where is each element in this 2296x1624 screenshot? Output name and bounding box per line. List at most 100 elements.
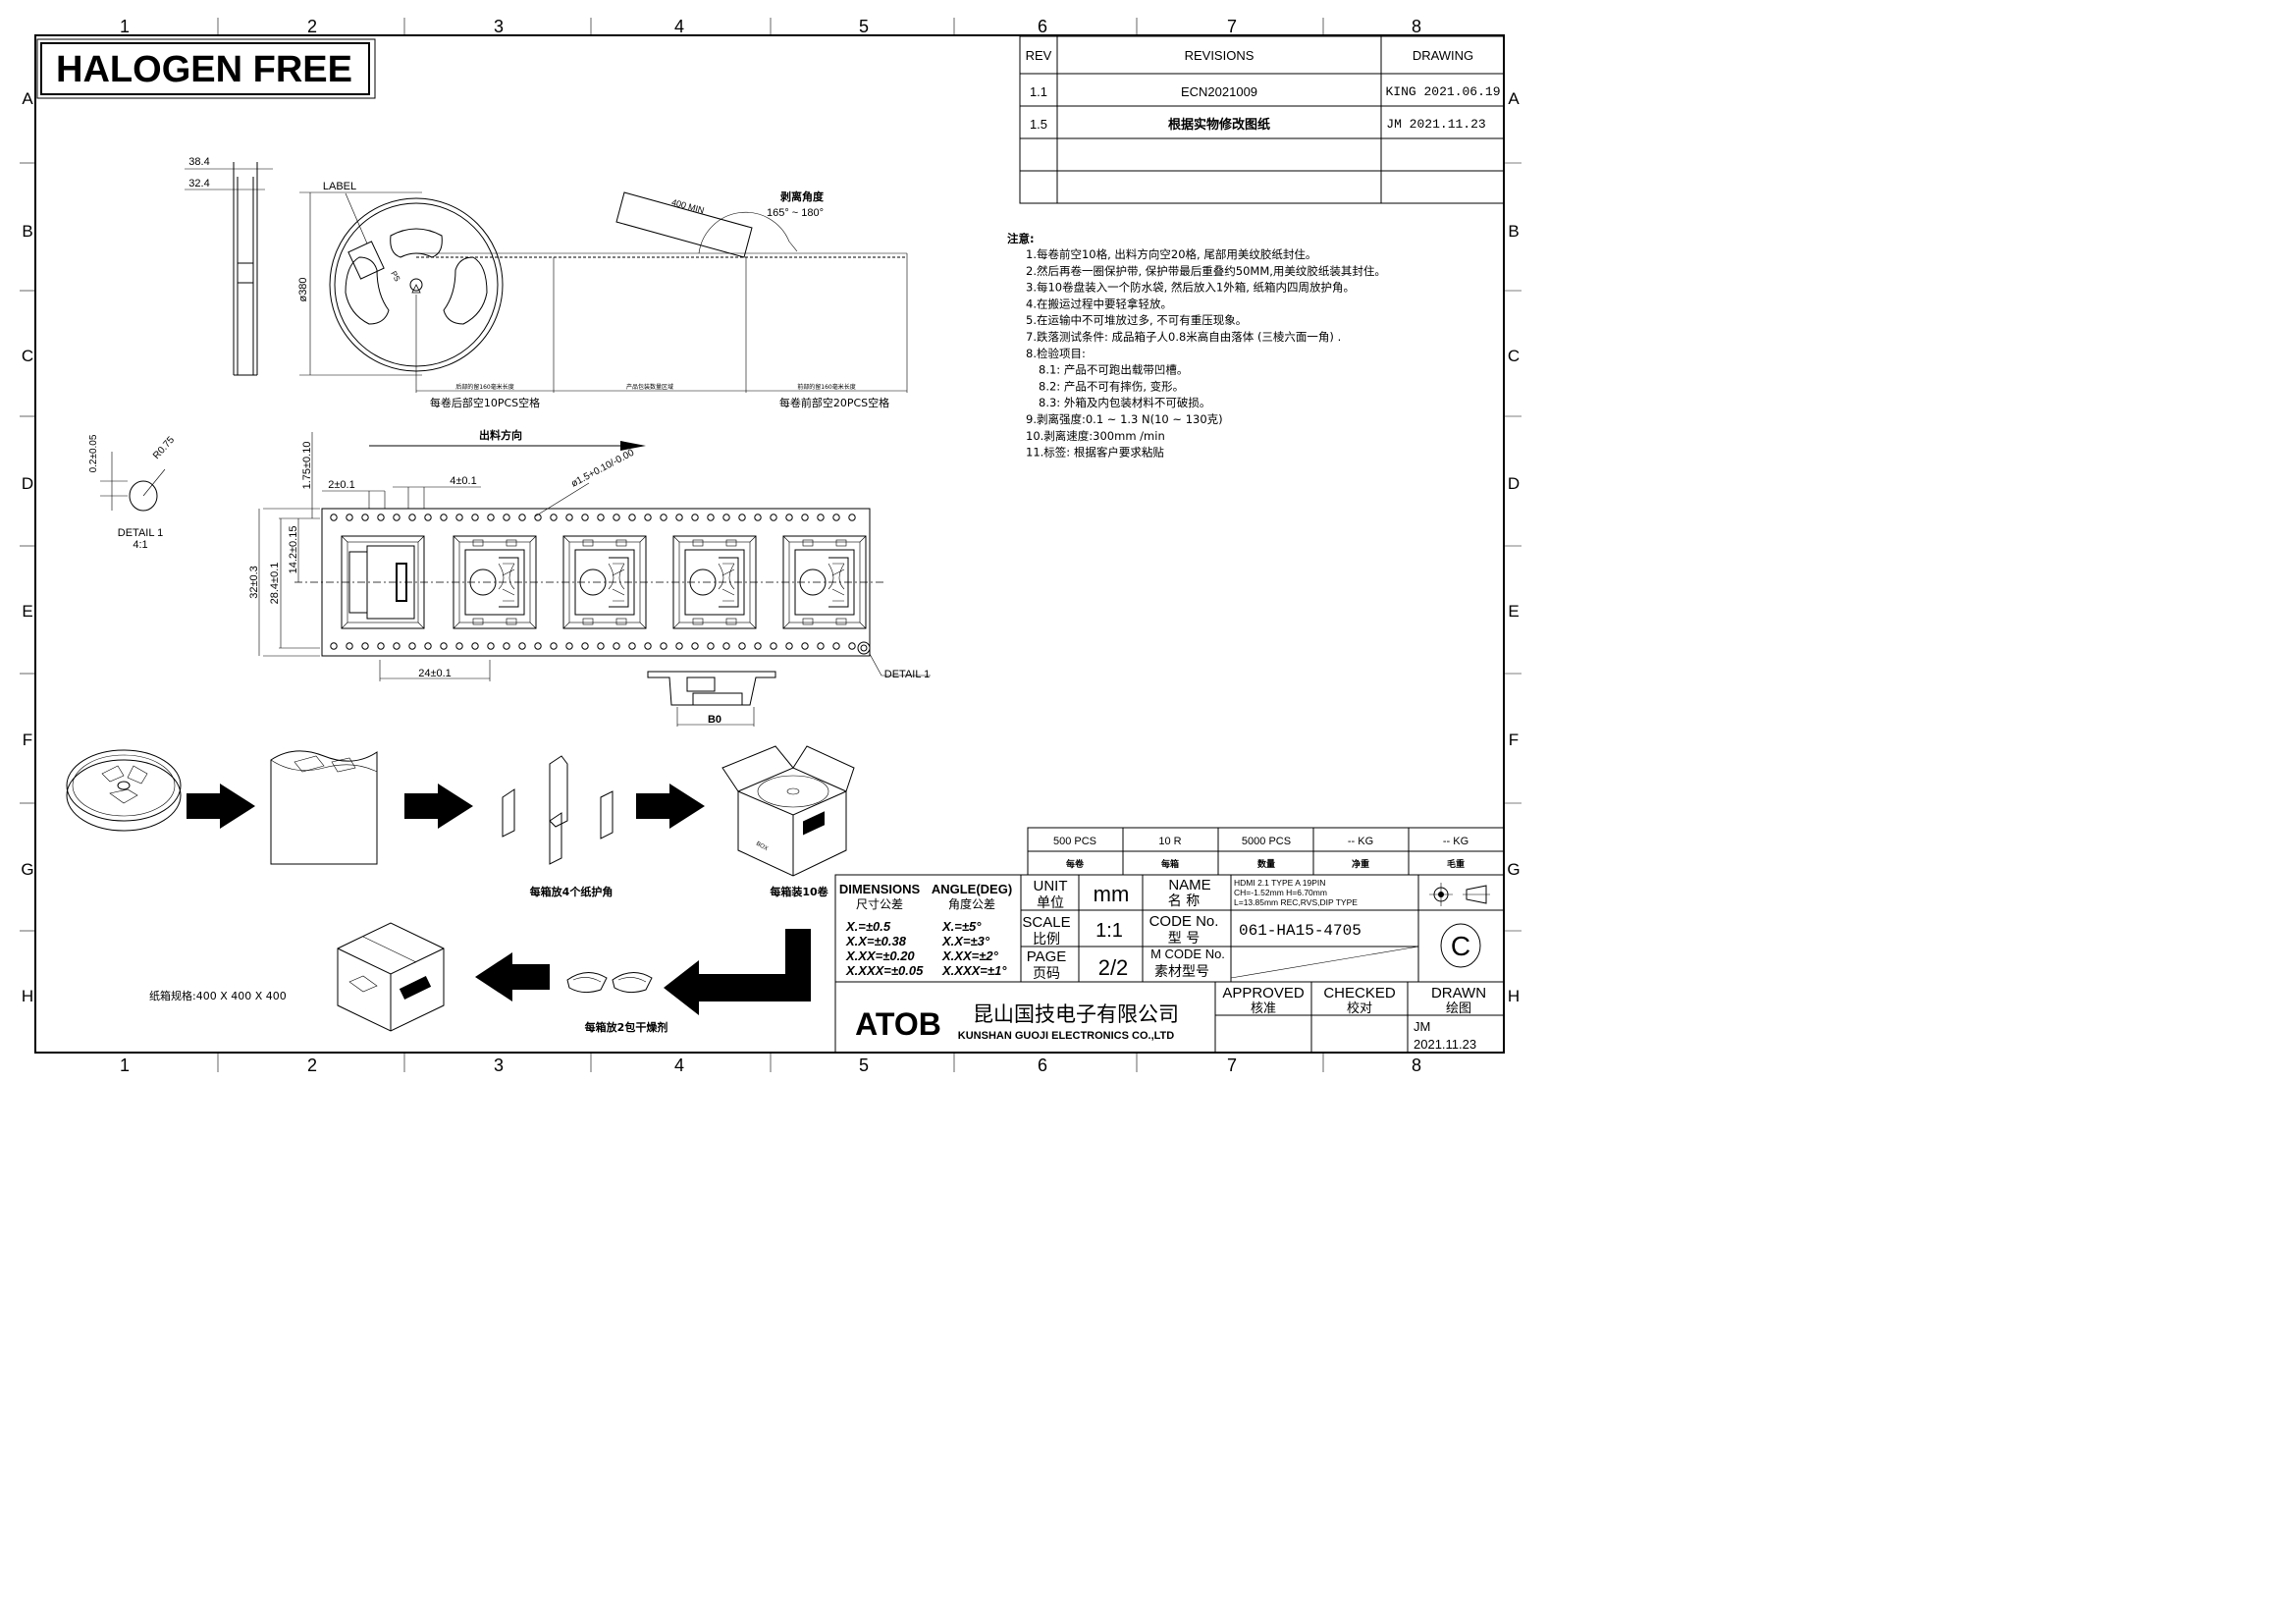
zone-column-label: 8	[1412, 1056, 1421, 1075]
desiccant-icons	[566, 972, 653, 994]
page-header: PAGE	[1027, 948, 1067, 965]
sprocket-hole	[722, 642, 730, 650]
svg-text:BOX: BOX	[755, 841, 769, 853]
projection-symbol-icon	[1429, 883, 1490, 906]
reel-label-callout: LABEL	[323, 181, 356, 192]
zone-column-label: 6	[1038, 1056, 1047, 1075]
note-line: 8.2: 产品不可有摔伤, 变形。	[1039, 379, 1184, 393]
sheet-border	[34, 34, 1505, 1054]
sprocket-hole	[455, 642, 463, 650]
sprocket-hole	[424, 514, 432, 521]
sprocket-hole	[801, 514, 809, 521]
sprocket-hole	[644, 642, 652, 650]
sprocket-hole	[770, 642, 777, 650]
halogen-free-badge: HALOGEN FREE	[36, 38, 376, 99]
recycle-mark: PS	[389, 270, 401, 284]
rear-empty-label: 每卷后部空10PCS空格	[430, 396, 540, 409]
sprocket-hole	[597, 514, 605, 521]
detail-radius: R0.75	[151, 434, 177, 461]
sprocket-hole	[393, 514, 400, 521]
page-value: 2/2	[1098, 955, 1129, 980]
sprocket-hole	[424, 642, 432, 650]
sprocket-hole	[660, 514, 667, 521]
flow-arrow-down-left	[664, 929, 811, 1015]
open-carton-icon: BOX	[721, 745, 855, 877]
page-header-cn: 页码	[1033, 966, 1060, 982]
product-name-line: HDMI 2.1 TYPE A 19PIN	[1234, 878, 1325, 888]
sprocket-hole	[581, 514, 589, 521]
sprocket-hole	[346, 514, 353, 521]
dim-p0: 4±0.1	[450, 475, 476, 487]
sprocket-hole	[330, 642, 338, 650]
dim-p2: 2±0.1	[328, 479, 354, 491]
tape-section-view: B0	[647, 671, 776, 727]
zone-column-label: 2	[307, 17, 317, 36]
box-caption: 每箱装10卷	[770, 885, 828, 898]
sprocket-hole	[675, 642, 683, 650]
sprocket-hole	[550, 514, 558, 521]
zone-column-label: 1	[120, 1056, 130, 1075]
corners-caption: 每箱放4个纸护角	[530, 885, 614, 898]
rev-desc-cell: ECN2021009	[1181, 84, 1257, 99]
sprocket-hole	[565, 514, 573, 521]
quantity-value: -- KG	[1443, 836, 1468, 847]
angle-tolerance: X.XXX=±1°	[941, 963, 1007, 978]
carton-caption: 纸箱规格:400 X 400 X 400	[149, 989, 287, 1002]
note-line: 11.标签: 根据客户要求粘贴	[1026, 446, 1164, 460]
sealed-carton-icon	[337, 922, 445, 1032]
dimensions-header: DIMENSIONS	[839, 882, 921, 896]
quantity-label: 每卷	[1066, 858, 1085, 870]
name-header: NAME	[1168, 877, 1210, 893]
quantity-value: 5000 PCS	[1242, 836, 1291, 847]
halogen-free-text: HALOGEN FREE	[56, 49, 352, 90]
zone-row-label: D	[22, 474, 33, 493]
sprocket-hole	[785, 642, 793, 650]
sprocket-hole	[471, 642, 479, 650]
dimensions-header-cn: 尺寸公差	[856, 897, 903, 911]
linear-tolerance: X.XX=±0.20	[845, 948, 915, 963]
zone-column-label: 6	[1038, 17, 1047, 36]
sprocket-hole	[471, 514, 479, 521]
quantity-value: 500 PCS	[1053, 836, 1096, 847]
seg-product-label: 产品包装数量区域	[626, 383, 673, 391]
sprocket-hole	[518, 642, 526, 650]
note-line: 3.每10卷盘装入一个防水袋, 然后放入1外箱, 纸箱内四周放护角。	[1026, 281, 1355, 295]
note-line: 8.1: 产品不可跑出载带凹槽。	[1039, 363, 1188, 377]
center-mark	[411, 284, 421, 294]
name-header-cn: 名 称	[1168, 893, 1200, 909]
drawn-date: 2021.11.23	[1414, 1037, 1476, 1052]
flow-arrow-right	[636, 784, 705, 829]
dim-reel-inner: 32.4	[188, 178, 209, 189]
feed-direction-label: 出料方向	[479, 428, 522, 442]
packing-flow: 每箱放4个纸护角 BOX 每箱装10卷 每箱放2包干燥剂	[66, 745, 855, 1034]
revision-mark: C	[1451, 931, 1470, 961]
scale-header-cn: 比例	[1033, 932, 1060, 947]
drawn-header-cn: 绘图	[1446, 1001, 1471, 1016]
sprocket-hole	[393, 642, 400, 650]
product-name-line: CH=-1.52mm H=6.70mm	[1234, 888, 1327, 897]
code-header-cn: 型 号	[1168, 931, 1200, 947]
zone-row-label: E	[1508, 602, 1519, 621]
peel-angle-value: 165° ~ 180°	[767, 207, 824, 219]
sprocket-hole	[534, 642, 542, 650]
note-line: 10.剥离速度:300mm /min	[1026, 429, 1165, 443]
sprocket-hole	[581, 642, 589, 650]
linear-tolerance: X.X=±0.38	[845, 934, 907, 948]
rev-header: REV	[1026, 48, 1052, 63]
note-line: 8.3: 外箱及内包装材料不可破损。	[1039, 396, 1210, 409]
sprocket-hole	[738, 514, 746, 521]
sprocket-hole	[691, 642, 699, 650]
zone-column-label: 2	[307, 1056, 317, 1075]
approved-header-cn: 核准	[1251, 1001, 1276, 1016]
sprocket-hole	[707, 642, 715, 650]
flow-arrow-left	[475, 952, 550, 1001]
zone-row-label: D	[1508, 474, 1520, 493]
mcode-header-cn: 素材型号	[1154, 964, 1209, 980]
sprocket-hole	[754, 514, 762, 521]
sprocket-hole	[754, 642, 762, 650]
sprocket-hole	[408, 642, 416, 650]
sprocket-hole	[518, 514, 526, 521]
note-line: 1.每卷前空10格, 出料方向空20格, 尾部用美纹胶纸封住。	[1026, 247, 1316, 261]
